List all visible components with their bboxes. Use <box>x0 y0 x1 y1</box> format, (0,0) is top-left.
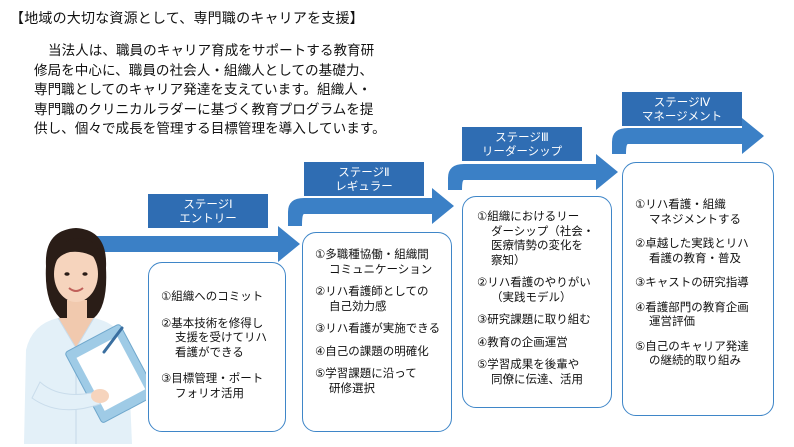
stage-3-label: ステージⅢ リーダーシップ <box>462 127 582 161</box>
stage-4-item: ②卓越した実践とリハ 看護の教育・普及 <box>635 236 749 265</box>
stage-1-item: ③目標管理・ポート フォリオ活用 <box>161 371 264 400</box>
intro-line: 供し、個々で成長を管理する目標管理を導入しています。 <box>34 121 386 137</box>
stage-3-item: ②リハ看護のやりがい （実践モデル） <box>477 275 591 304</box>
stage-2-card: ①多職種協働・組織間 コミュニケーション ②リハ看護師としての 自己効力感 ③リ… <box>302 232 452 432</box>
stage-1-title: ステージⅠ <box>183 197 233 211</box>
stage-3-title: ステージⅢ <box>495 130 549 144</box>
arrow-stage-3 <box>448 154 618 190</box>
arrow-stage-2 <box>288 188 454 226</box>
intro-line: 専門職としてのキャリア発達を支えています。組織人・ <box>34 82 372 98</box>
intro-line: 修局を中心に、職員の社会人・組織人としての基礎力、 <box>34 62 374 79</box>
stage-4-item: ④看護部門の教育企画 運営評価 <box>635 299 749 329</box>
stage-3-subtitle: リーダーシップ <box>481 144 563 158</box>
stage-3-item: ①組織におけるリー ダーシップ（社会・ 医療情勢の変化を 察知） <box>477 209 595 267</box>
stage-4-item: ①リハ看護・組織 マネジメントする <box>635 197 741 226</box>
intro-paragraph: 当法人は、職員のキャリア育成をサポートする教育研 修局を中心に、職員の社会人・組… <box>34 42 424 140</box>
stage-4-subtitle: マネージメント <box>641 109 723 123</box>
stage-2-item: ④自己の課題の明確化 <box>315 343 429 358</box>
stage-2-item: ②リハ看護師としての 自己効力感 <box>315 284 429 313</box>
nurse-illustration <box>24 228 146 444</box>
stage-2-item: ①多職種協働・組織間 コミュニケーション <box>315 247 433 276</box>
stage-3-item: ④教育の企画運営 <box>477 334 568 349</box>
stage-4-title: ステージⅣ <box>653 95 711 109</box>
stage-2-title: ステージⅡ <box>338 165 390 179</box>
stage-1-card: ①組織へのコミット ②基本技術を修得し 支援を受けてリハ 看護ができる ③目標管… <box>148 262 286 432</box>
stage-2-item: ③リハ看護が実施できる <box>315 321 441 335</box>
stage-3-item: ③研究課題に取り組む <box>477 312 591 326</box>
intro-line: 当法人は、職員のキャリア育成をサポートする教育研 <box>48 43 375 59</box>
stage-1-item: ①組織へのコミット <box>161 289 264 303</box>
stage-2-subtitle: レギュラー <box>335 179 393 193</box>
stage-4-item: ⑤自己のキャリア発達 の継続的取り組み <box>635 338 749 368</box>
stage-2-item: ⑤学習課題に沿って 研修選択 <box>315 366 417 395</box>
stage-4-card: ①リハ看護・組織 マネジメントする ②卓越した実践とリハ 看護の教育・普及 ③キ… <box>622 162 774 416</box>
stage-3-item: ⑤学習成果を後輩や 同僚に伝達、活用 <box>477 357 583 386</box>
page-heading: 【地域の大切な資源として、専門職のキャリアを支援】 <box>10 11 364 27</box>
arrow-stage-4 <box>612 118 764 154</box>
stage-2-label: ステージⅡ レギュラー <box>304 162 424 196</box>
stage-4-item: ③キャストの研究指導 <box>635 275 749 289</box>
stage-3-card: ①組織におけるリー ダーシップ（社会・ 医療情勢の変化を 察知） ②リハ看護のや… <box>462 196 612 408</box>
stage-1-item: ②基本技術を修得し 支援を受けてリハ 看護ができる <box>161 315 267 359</box>
intro-line: 専門職のクリニカルラダーに基づく教育プログラムを提 <box>34 101 374 118</box>
stage-4-label: ステージⅣ マネージメント <box>622 92 742 126</box>
stage-1-subtitle: エントリー <box>179 211 237 225</box>
arrow-stage-1 <box>78 226 300 262</box>
stage-1-label: ステージⅠ エントリー <box>148 194 268 228</box>
